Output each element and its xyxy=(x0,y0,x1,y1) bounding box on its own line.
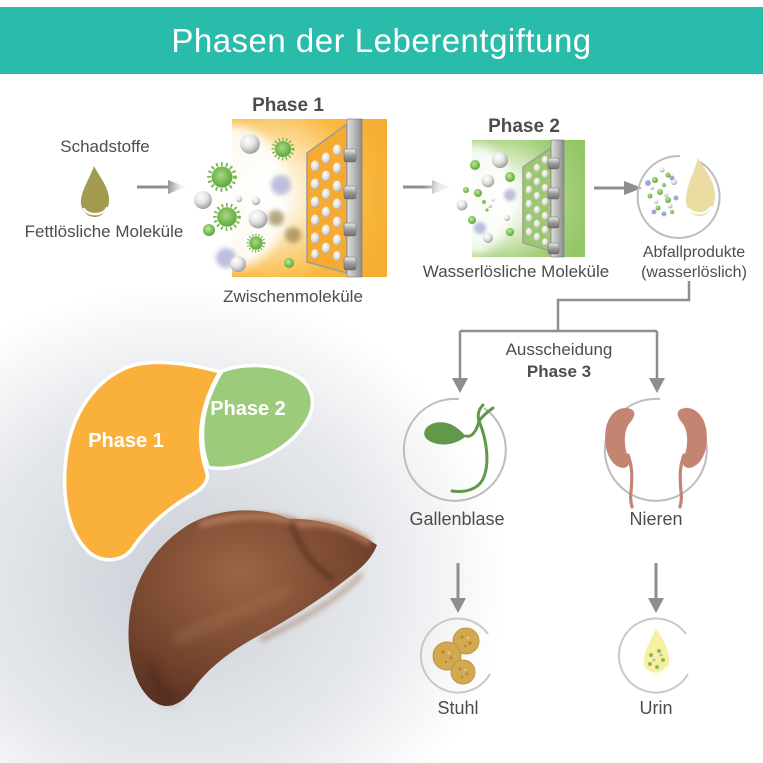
liver-phase-overlay xyxy=(62,360,315,562)
arrow-kidneys-to-urine xyxy=(648,563,664,613)
phase1-title: Phase 1 xyxy=(252,95,324,116)
stuhl-label: Stuhl xyxy=(437,698,479,718)
page-title: Phasen der Leberentgiftung xyxy=(171,21,592,59)
phase1-box xyxy=(173,118,387,278)
phase1-filter-membrane-icon xyxy=(306,118,363,278)
urine-drop-icon xyxy=(617,617,689,694)
liver-icon xyxy=(128,510,377,707)
liver-phase1-label: Phase 1 xyxy=(88,430,164,452)
arrow-gallbladder-to-stool xyxy=(450,563,466,613)
zwischenmolekuele-label: Zwischenmoleküle xyxy=(223,287,363,306)
waste-drop-icon xyxy=(685,158,716,216)
gallenblase-label: Gallenblase xyxy=(409,509,505,529)
phase2-box xyxy=(430,139,585,258)
phase2-particles xyxy=(456,151,516,243)
ausscheidung-phase3-label: Ausscheidung Phase 3 xyxy=(505,340,613,381)
arrow-phase2-to-waste xyxy=(594,181,642,195)
fettloesliche-molekuele-label: Fettlösliche Moleküle xyxy=(24,222,184,241)
phase2-title: Phase 2 xyxy=(488,116,560,137)
abfallprodukte-label: Abfallprodukte (wasserlöslich) xyxy=(641,244,747,281)
kidneys-icon xyxy=(603,397,708,509)
phase3-connector xyxy=(458,281,691,379)
phase1-particles xyxy=(194,134,301,273)
wasserloesliche-molekuele-label: Wasserlösliche Moleküle xyxy=(422,262,610,281)
waste-products-icon xyxy=(636,154,721,239)
liver-phase1-region xyxy=(62,360,222,562)
gallbladder-icon xyxy=(402,397,507,502)
liver-phase2-label: Phase 2 xyxy=(210,398,286,420)
liver-phase2-region xyxy=(200,363,315,471)
urin-label: Urin xyxy=(639,698,673,718)
stool-icon xyxy=(419,617,491,694)
header-bar: Phasen der Leberentgiftung xyxy=(0,7,763,74)
schadstoffe-label: Schadstoffe xyxy=(60,137,150,156)
phase2-filter-membrane-icon xyxy=(522,139,565,258)
toxin-drop-icon xyxy=(80,166,110,217)
phase3-arrowheads xyxy=(452,378,665,393)
waste-particles xyxy=(645,167,679,217)
nieren-label: Nieren xyxy=(629,509,683,529)
